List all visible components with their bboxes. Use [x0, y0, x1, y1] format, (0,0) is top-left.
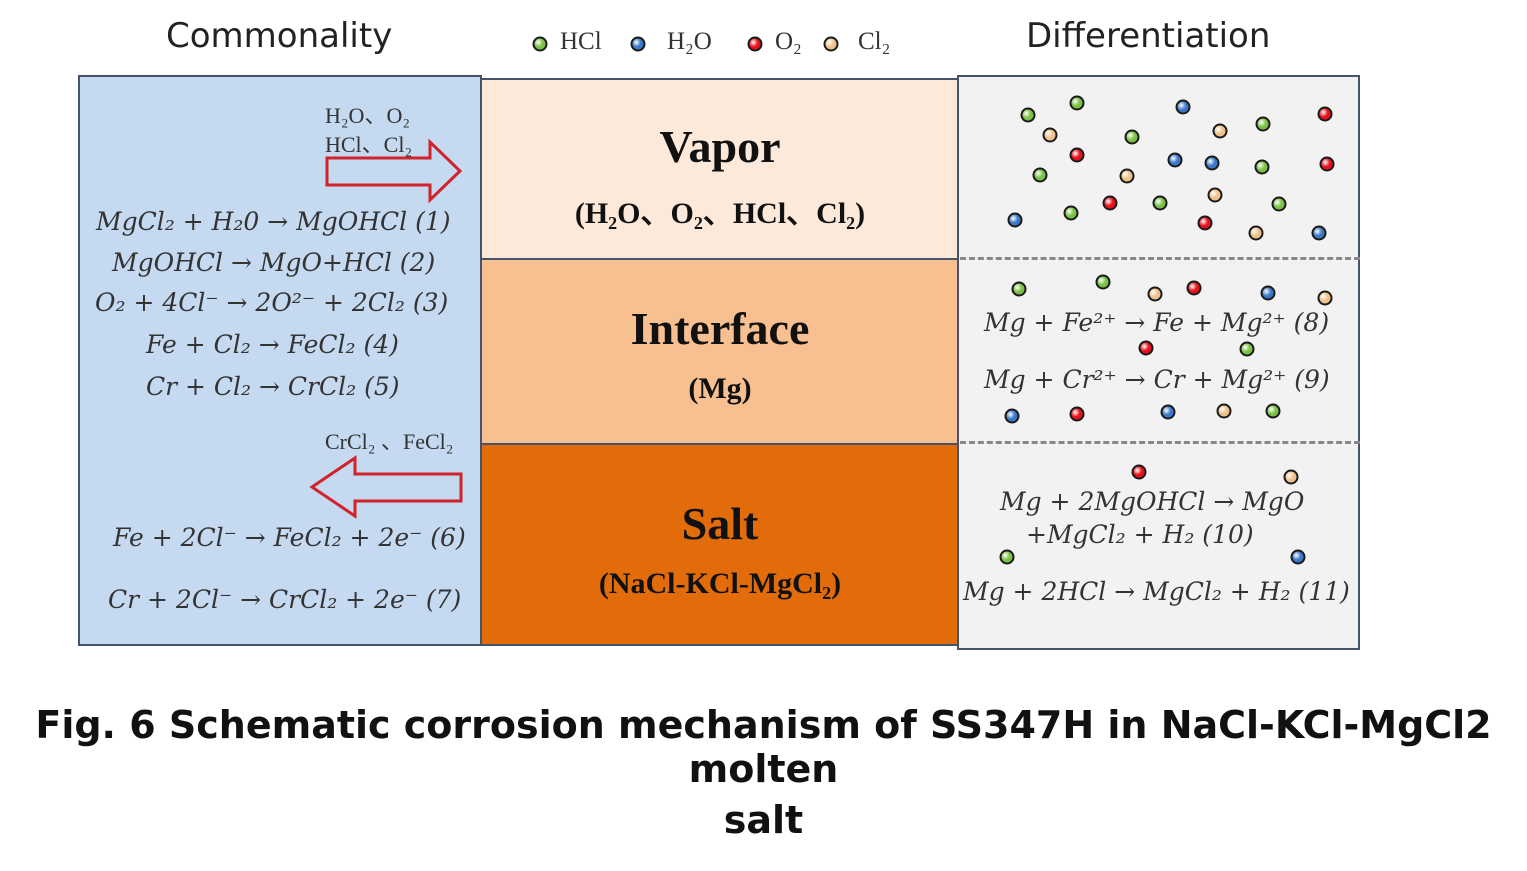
hcl-molecule-icon	[1239, 341, 1255, 357]
hcl-molecule-icon	[1255, 116, 1271, 132]
legend-o2: O₂	[775, 28, 802, 55]
hcl-molecule-icon	[532, 36, 548, 52]
hcl-molecule-icon	[1152, 195, 1168, 211]
outflow-label-2: HCl、Cl₂	[325, 132, 413, 157]
cl2-molecule-icon	[1317, 290, 1333, 306]
cl2-molecule-icon	[1216, 403, 1232, 419]
h2o-molecule-icon	[1004, 408, 1020, 424]
equation-4: Fe + Cl₂ → FeCl₂ (4)	[146, 330, 399, 359]
equation-5: Cr + Cl₂ → CrCl₂ (5)	[146, 372, 400, 401]
o2-molecule-icon	[1186, 280, 1202, 296]
hcl-molecule-icon	[1124, 129, 1140, 145]
hcl-molecule-icon	[1095, 274, 1111, 290]
legend-cl2: Cl₂	[858, 28, 891, 55]
o2-molecule-icon	[1069, 147, 1085, 163]
divider-vapor-interface	[960, 257, 1360, 260]
outflow-label-1: H₂O、O₂	[325, 103, 411, 128]
inflow-label: CrCl₂ 、FeCl₂	[325, 429, 454, 454]
hcl-molecule-icon	[1069, 95, 1085, 111]
equation-3: O₂ + 4Cl⁻ → 2O²⁻ + 2Cl₂ (3)	[95, 288, 449, 317]
hcl-molecule-icon	[1020, 107, 1036, 123]
hcl-molecule-icon	[1032, 167, 1048, 183]
o2-molecule-icon	[747, 36, 763, 52]
h2o-molecule-icon	[1311, 225, 1327, 241]
equation-9: Mg + Cr²⁺ → Cr + Mg²⁺ (9)	[984, 365, 1330, 394]
interface-title: Interface	[630, 303, 810, 354]
cl2-molecule-icon	[1207, 187, 1223, 203]
equation-7: Cr + 2Cl⁻ → CrCl₂ + 2e⁻ (7)	[108, 585, 462, 614]
salt-layer: Salt (NaCl-KCl-MgCl₂)	[480, 443, 960, 646]
o2-molecule-icon	[1131, 464, 1147, 480]
h2o-molecule-icon	[1290, 549, 1306, 565]
equation-1: MgCl₂ + H₂0 → MgOHCl (1)	[96, 207, 451, 236]
right-arrow-icon	[325, 138, 463, 204]
cl2-molecule-icon	[1212, 123, 1228, 139]
hcl-molecule-icon	[1254, 159, 1270, 175]
vapor-title: Vapor	[659, 121, 781, 172]
equation-11: Mg + 2HCl → MgCl₂ + H₂ (11)	[963, 577, 1350, 606]
interface-layer: Interface (Mg)	[480, 258, 960, 445]
h2o-molecule-icon	[1167, 152, 1183, 168]
cl2-molecule-icon	[823, 36, 839, 52]
caption-line-2: salt	[723, 798, 804, 842]
h2o-molecule-icon	[1204, 155, 1220, 171]
cl2-molecule-icon	[1147, 286, 1163, 302]
cl2-molecule-icon	[1248, 225, 1264, 241]
divider-interface-salt	[960, 441, 1360, 444]
o2-molecule-icon	[1138, 340, 1154, 356]
hcl-molecule-icon	[1063, 205, 1079, 221]
vapor-layer: Vapor (H₂O、O₂、HCl、Cl₂)	[480, 78, 960, 260]
caption-line-1: Fig. 6 Schematic corrosion mechanism of …	[35, 703, 1492, 791]
hcl-molecule-icon	[1011, 281, 1027, 297]
o2-molecule-icon	[1317, 106, 1333, 122]
h2o-molecule-icon	[1160, 404, 1176, 420]
header-commonality: Commonality	[166, 16, 393, 56]
equation-2: MgOHCl → MgO+HCl (2)	[112, 248, 436, 277]
equation-6: Fe + 2Cl⁻ → FeCl₂ + 2e⁻ (6)	[113, 523, 466, 552]
legend-hcl: HCl	[560, 28, 602, 55]
salt-subtitle: (NaCl-KCl-MgCl₂)	[598, 567, 842, 600]
h2o-molecule-icon	[1260, 285, 1276, 301]
o2-molecule-icon	[1319, 156, 1335, 172]
equation-10-line2: +MgCl₂ + H₂ (10)	[1026, 520, 1254, 549]
interface-subtitle: (Mg)	[688, 372, 752, 405]
header-differentiation: Differentiation	[1026, 16, 1271, 56]
equation-10-line1: Mg + 2MgOHCl → MgO	[1000, 487, 1305, 516]
h2o-molecule-icon	[1007, 212, 1023, 228]
o2-molecule-icon	[1069, 406, 1085, 422]
cl2-molecule-icon	[1119, 168, 1135, 184]
hcl-molecule-icon	[999, 549, 1015, 565]
salt-title: Salt	[681, 498, 759, 549]
commonality-panel	[78, 75, 482, 646]
left-arrow-icon	[309, 455, 463, 519]
o2-molecule-icon	[1197, 215, 1213, 231]
hcl-molecule-icon	[1271, 196, 1287, 212]
cl2-molecule-icon	[1042, 127, 1058, 143]
equation-8: Mg + Fe²⁺ → Fe + Mg²⁺ (8)	[984, 308, 1330, 337]
vapor-subtitle: (H₂O、O₂、HCl、Cl₂)	[574, 197, 866, 230]
h2o-molecule-icon	[630, 36, 646, 52]
legend-h2o: H₂O	[667, 28, 712, 55]
o2-molecule-icon	[1102, 195, 1118, 211]
hcl-molecule-icon	[1265, 403, 1281, 419]
cl2-molecule-icon	[1283, 469, 1299, 485]
h2o-molecule-icon	[1175, 99, 1191, 115]
